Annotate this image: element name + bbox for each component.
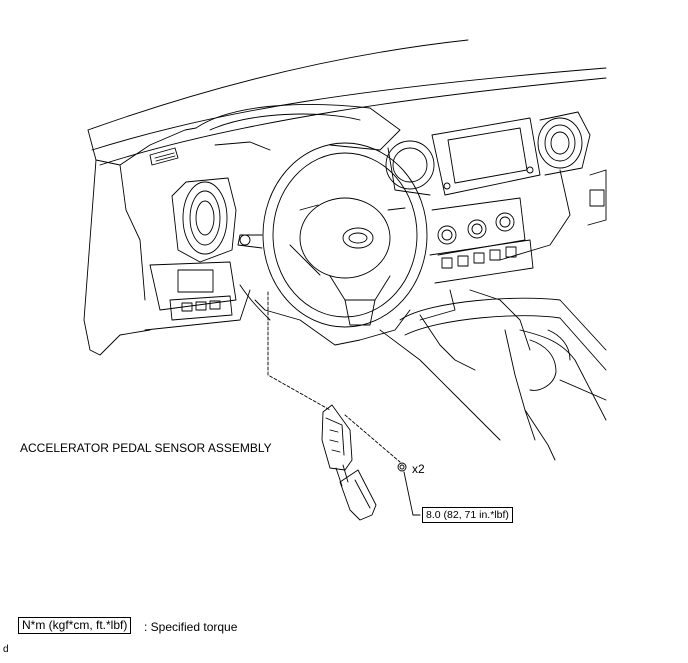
legend-torque-unit-box: N*m (kgf*cm, ft.*lbf) — [18, 617, 132, 634]
figure-code: d — [3, 644, 9, 655]
accelerator-pedal-icon — [321, 404, 377, 521]
nut-icon — [397, 462, 407, 472]
quantity-label: x2 — [412, 462, 425, 476]
legend-description: : Specified torque — [144, 620, 238, 634]
torque-callout: 8.0 (82, 71 in.*lbf) — [422, 507, 513, 523]
part-name-label: ACCELERATOR PEDAL SENSOR ASSEMBLY — [20, 441, 272, 455]
steering-wheel-icon — [342, 227, 374, 249]
